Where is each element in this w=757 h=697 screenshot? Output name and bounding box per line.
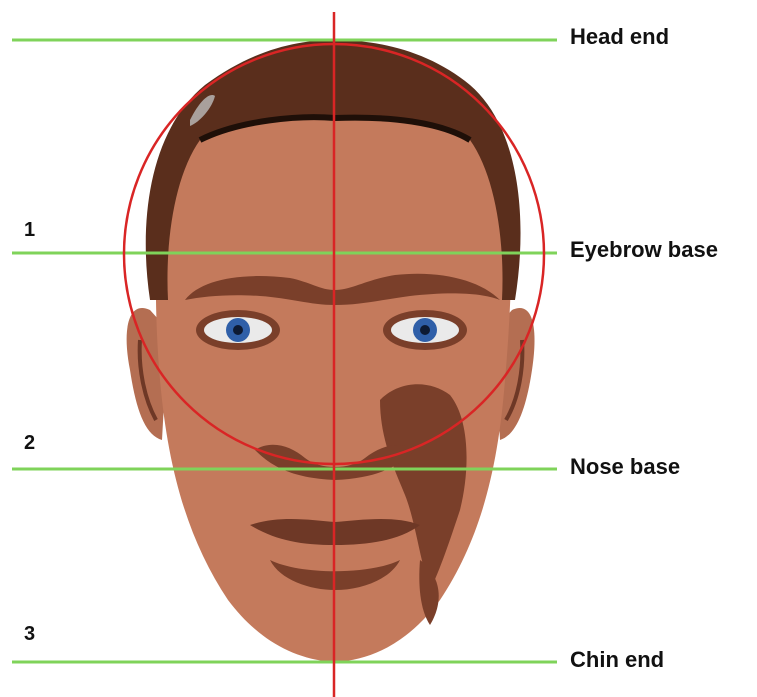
- nose-base-label: Nose base: [570, 454, 680, 479]
- eyebrow-base-label: Eyebrow base: [570, 237, 718, 262]
- section-number-1: 1: [24, 219, 35, 241]
- chin-end-label: Chin end: [570, 647, 664, 672]
- section-number-3: 3: [24, 623, 35, 645]
- right-eye: [383, 310, 467, 350]
- head-end-label: Head end: [570, 24, 669, 49]
- face-illustration: [127, 40, 535, 662]
- left-eye: [196, 310, 280, 350]
- section-number-2: 2: [24, 432, 35, 454]
